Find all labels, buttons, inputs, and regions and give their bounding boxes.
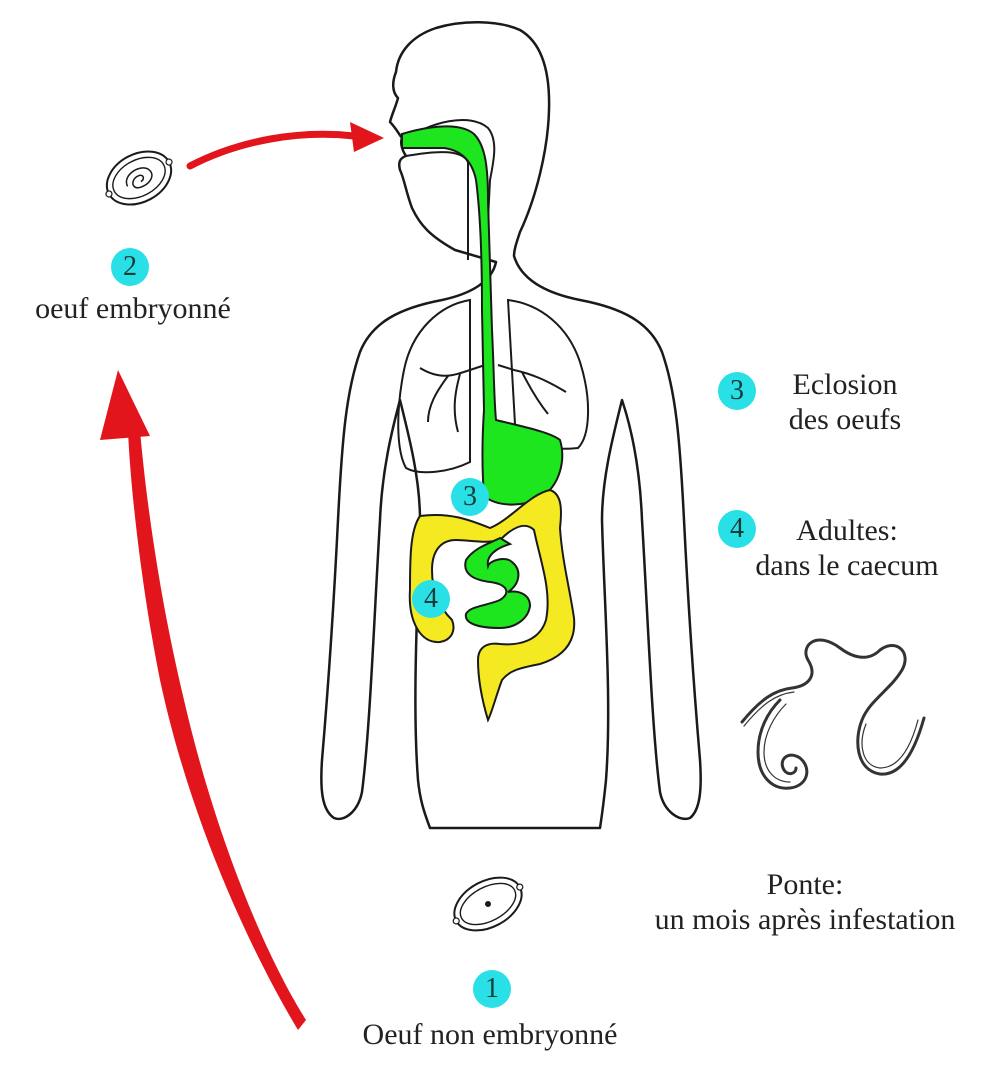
step-4-label-line-1: Adultes: xyxy=(734,514,960,549)
arrow-to-mouth xyxy=(190,134,354,166)
ponte-label-line-2: un mois après infestation xyxy=(630,903,980,938)
arrow-to-mouth-head xyxy=(350,122,384,152)
step-badge-3-in-body: 3 xyxy=(451,478,489,516)
adult-worms-icon xyxy=(742,640,924,788)
step-4-label: Adultes: dans le caecum xyxy=(734,514,960,583)
unembryonated-egg-icon xyxy=(443,865,533,942)
step-badge-1: 1 xyxy=(473,970,511,1008)
big-arrow-head xyxy=(100,370,150,440)
step-3-label-line-1: Eclosion xyxy=(770,368,920,403)
pharynx-inner-line xyxy=(406,152,468,260)
ponte-label: Ponte: un mois après infestation xyxy=(630,868,980,937)
ponte-label-line-1: Ponte: xyxy=(630,868,980,903)
step-4-label-line-2: dans le caecum xyxy=(734,549,960,584)
step-badge-4-in-body: 4 xyxy=(412,580,450,618)
step-badge-2: 2 xyxy=(111,248,149,286)
step-3-label: Eclosion des oeufs xyxy=(770,368,920,437)
embryonated-egg-icon xyxy=(95,139,183,216)
step-badge-3: 3 xyxy=(718,372,756,410)
step-1-label: Oeuf non embryonné xyxy=(330,1018,650,1053)
small-intestine xyxy=(465,538,530,628)
step-3-label-line-2: des oeufs xyxy=(770,403,920,438)
left-lung xyxy=(398,300,470,472)
step-2-label: oeuf embryonné xyxy=(8,292,258,327)
big-arrow-body xyxy=(128,430,306,1030)
